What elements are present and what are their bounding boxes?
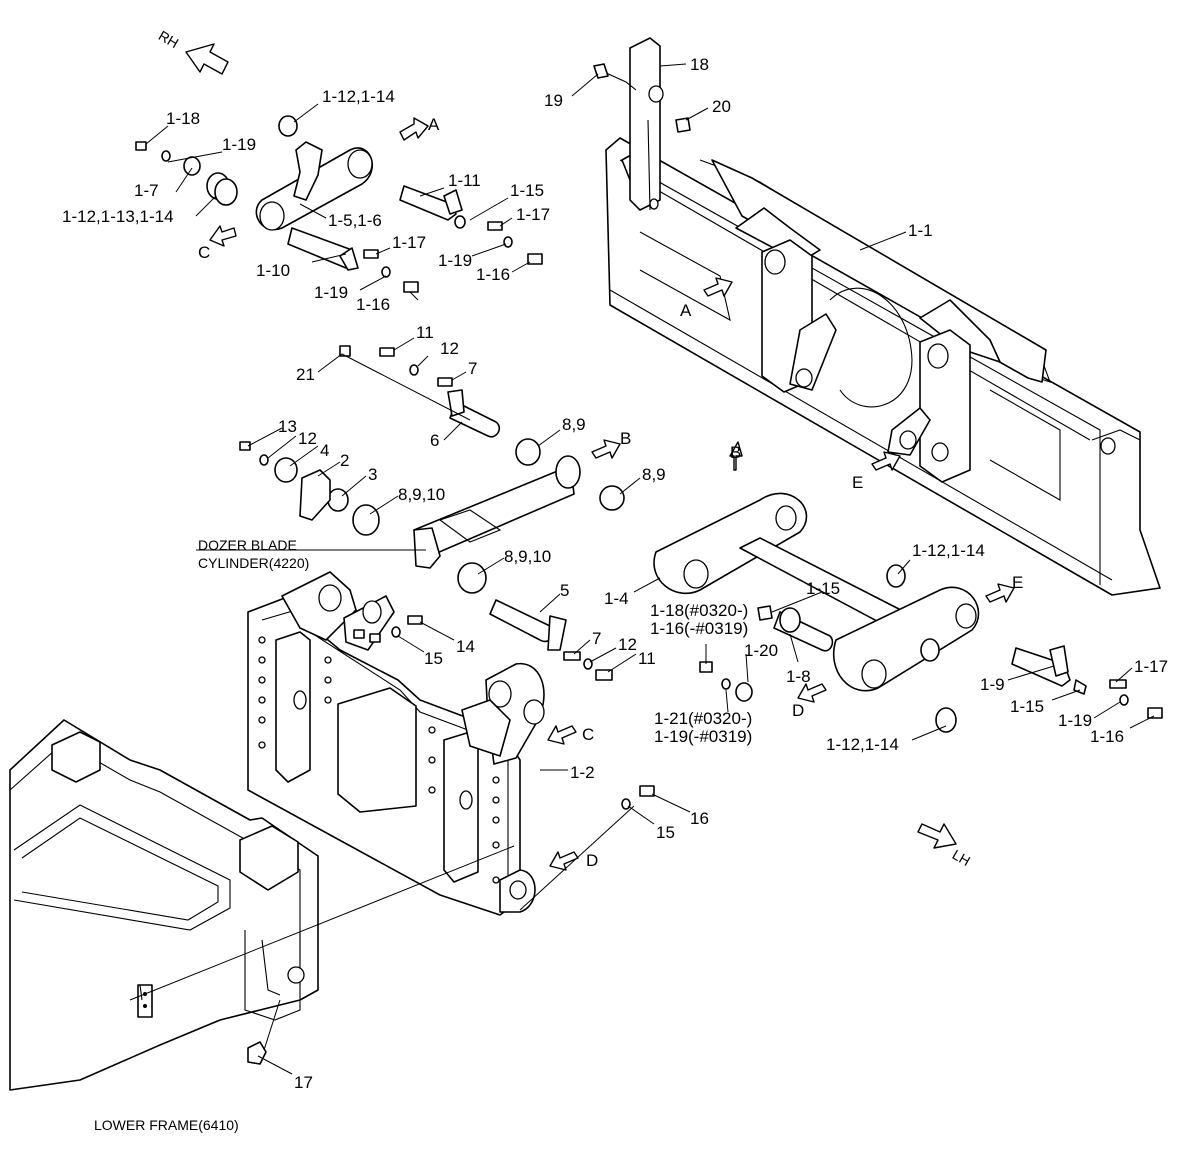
part-label: 12 <box>298 429 317 448</box>
view-arrow-e-blade: E <box>852 473 863 492</box>
part-label: 15 <box>656 823 675 842</box>
part-label: 15 <box>424 649 443 668</box>
part-number-labels: 1-18 1-19 1-7 1-12,1-13,1-14 1-12,1-14 1… <box>62 55 1168 1092</box>
part-label: 1-19 <box>314 283 348 302</box>
part-label: 1-19 <box>438 251 472 270</box>
part-label: 1-7 <box>134 181 159 200</box>
view-arrow-b-cylinder: B <box>620 429 631 448</box>
cylinder-caption-line1: DOZER BLADE <box>198 537 297 553</box>
part-label: 7 <box>468 359 477 378</box>
part-label: 1-20 <box>744 641 778 660</box>
lh-direction-marker: LH <box>917 823 974 869</box>
view-arrow-c-frame: C <box>582 725 594 744</box>
part-label: 1-15 <box>806 579 840 598</box>
part-label: 1-16 <box>1090 727 1124 746</box>
part-label: 8,9 <box>562 415 586 434</box>
cylinder-caption-line2: CYLINDER(4220) <box>198 555 309 571</box>
part-label: 1-21(#0320-) <box>654 709 752 728</box>
upper-link-assembly-drawing <box>135 115 543 293</box>
part-label: 1-10 <box>256 261 290 280</box>
part-label: 1-4 <box>604 589 629 608</box>
part-label: 1-15 <box>510 181 544 200</box>
mounting-frame-drawing <box>247 571 655 1065</box>
part-label: 12 <box>440 339 459 358</box>
part-label: 17 <box>294 1073 313 1092</box>
part-label: 16 <box>690 809 709 828</box>
part-label: 1-16 <box>476 265 510 284</box>
part-label: 11 <box>416 323 434 342</box>
part-label: 13 <box>278 417 297 436</box>
part-label: 1-2 <box>570 763 595 782</box>
part-label: 19 <box>544 91 563 110</box>
part-label: 4 <box>320 441 329 460</box>
part-label: 2 <box>340 451 349 470</box>
view-arrow-d-link: D <box>792 701 804 720</box>
part-label: 3 <box>368 465 377 484</box>
part-label: 1-9 <box>980 675 1005 694</box>
caption-labels: DOZER BLADE CYLINDER(4220) LOWER FRAME(6… <box>94 537 309 1133</box>
part-label: 5 <box>560 581 569 600</box>
part-label: 1-17 <box>1134 657 1168 676</box>
part-label: 8,9,10 <box>398 485 445 504</box>
part-label: 18 <box>690 55 709 74</box>
leader-lines <box>129 63 1155 1075</box>
lower-link-assembly-drawing <box>653 277 1163 733</box>
part-label: 7 <box>592 629 601 648</box>
part-label: 1-19 <box>222 135 256 154</box>
cylinder-group-drawing <box>239 438 625 681</box>
pin-group-mid-drawing <box>339 345 501 438</box>
lower-frame-drawing <box>9 719 319 1091</box>
lh-label: LH <box>950 846 974 869</box>
rh-direction-marker: RH <box>156 27 229 75</box>
blade-pin-parts-drawing <box>593 37 691 211</box>
view-arrow-a-upper: A <box>428 115 440 134</box>
part-label: 20 <box>712 97 731 116</box>
view-arrow-a-blade: A <box>680 301 692 320</box>
part-label: 11 <box>638 649 656 668</box>
part-label: 1-12,1-13,1-14 <box>62 207 174 226</box>
part-label: 1-5,1-6 <box>328 211 382 230</box>
part-label: 1-19 <box>1058 711 1092 730</box>
view-arrow-c-upper: C <box>198 243 210 262</box>
part-label: 1-17 <box>516 205 550 224</box>
part-label: 1-18(#0320-) <box>650 601 748 620</box>
part-label: 14 <box>456 637 475 656</box>
view-arrow-d-frame: D <box>586 851 598 870</box>
part-label: 8,9 <box>642 465 666 484</box>
part-label: 21 <box>296 365 315 384</box>
part-label: 12 <box>618 635 637 654</box>
part-label: 1-16(-#0319) <box>650 619 748 638</box>
rh-label: RH <box>156 27 182 51</box>
part-label: 1-16 <box>356 295 390 314</box>
view-arrow-b-link: B <box>730 443 741 462</box>
part-label: 1-1 <box>908 221 933 240</box>
part-label: 1-17 <box>392 233 426 252</box>
view-arrow-e-link: E <box>1012 573 1023 592</box>
part-label: 1-12,1-14 <box>826 735 899 754</box>
lower-frame-caption: LOWER FRAME(6410) <box>94 1117 239 1133</box>
part-label: 6 <box>430 431 439 450</box>
blade-assembly-drawing <box>605 137 1161 596</box>
part-label: 1-12,1-14 <box>912 541 985 560</box>
part-label: 8,9,10 <box>504 547 551 566</box>
part-label: 1-12,1-14 <box>322 87 395 106</box>
part-label: 1-11 <box>448 171 481 190</box>
part-label: 1-18 <box>166 109 200 128</box>
part-label: 1-19(-#0319) <box>654 727 752 746</box>
part-label: 1-15 <box>1010 697 1044 716</box>
part-label: 1-8 <box>786 667 811 686</box>
view-arrow-labels: A C A B B E E C D D <box>198 115 1023 870</box>
